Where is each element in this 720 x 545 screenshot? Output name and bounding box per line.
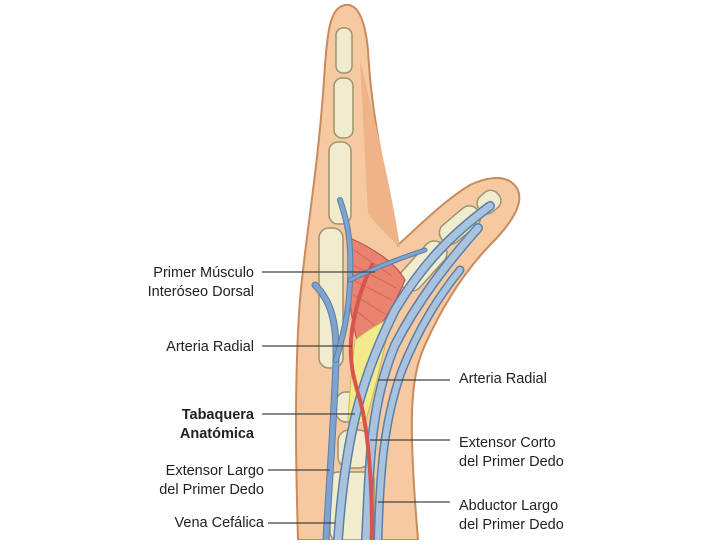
label-tabaquera-anatomica: Tabaquera Anatómica [179, 407, 254, 442]
palm-shadow [360, 60, 400, 248]
label-primer-musculo-interoseo-dorsal: Primer Músculo Interóseo Dorsal [147, 265, 254, 300]
leader-lines [262, 271, 450, 524]
cephalic-vein [311, 197, 428, 544]
radial-artery [348, 263, 374, 542]
label-arteria-radial-right: Arteria Radial [459, 371, 547, 387]
label-abductor-largo-primer-dedo: Abductor Largo del Primer Dedo [459, 498, 564, 533]
label-extensor-largo-primer-dedo: Extensor Largo del Primer Dedo [159, 463, 264, 498]
label-extensor-corto-primer-dedo: Extensor Corto del Primer Dedo [459, 435, 564, 470]
label-arteria-radial-left: Arteria Radial [166, 339, 254, 355]
label-vena-cefalica: Vena Cefálica [174, 515, 264, 531]
